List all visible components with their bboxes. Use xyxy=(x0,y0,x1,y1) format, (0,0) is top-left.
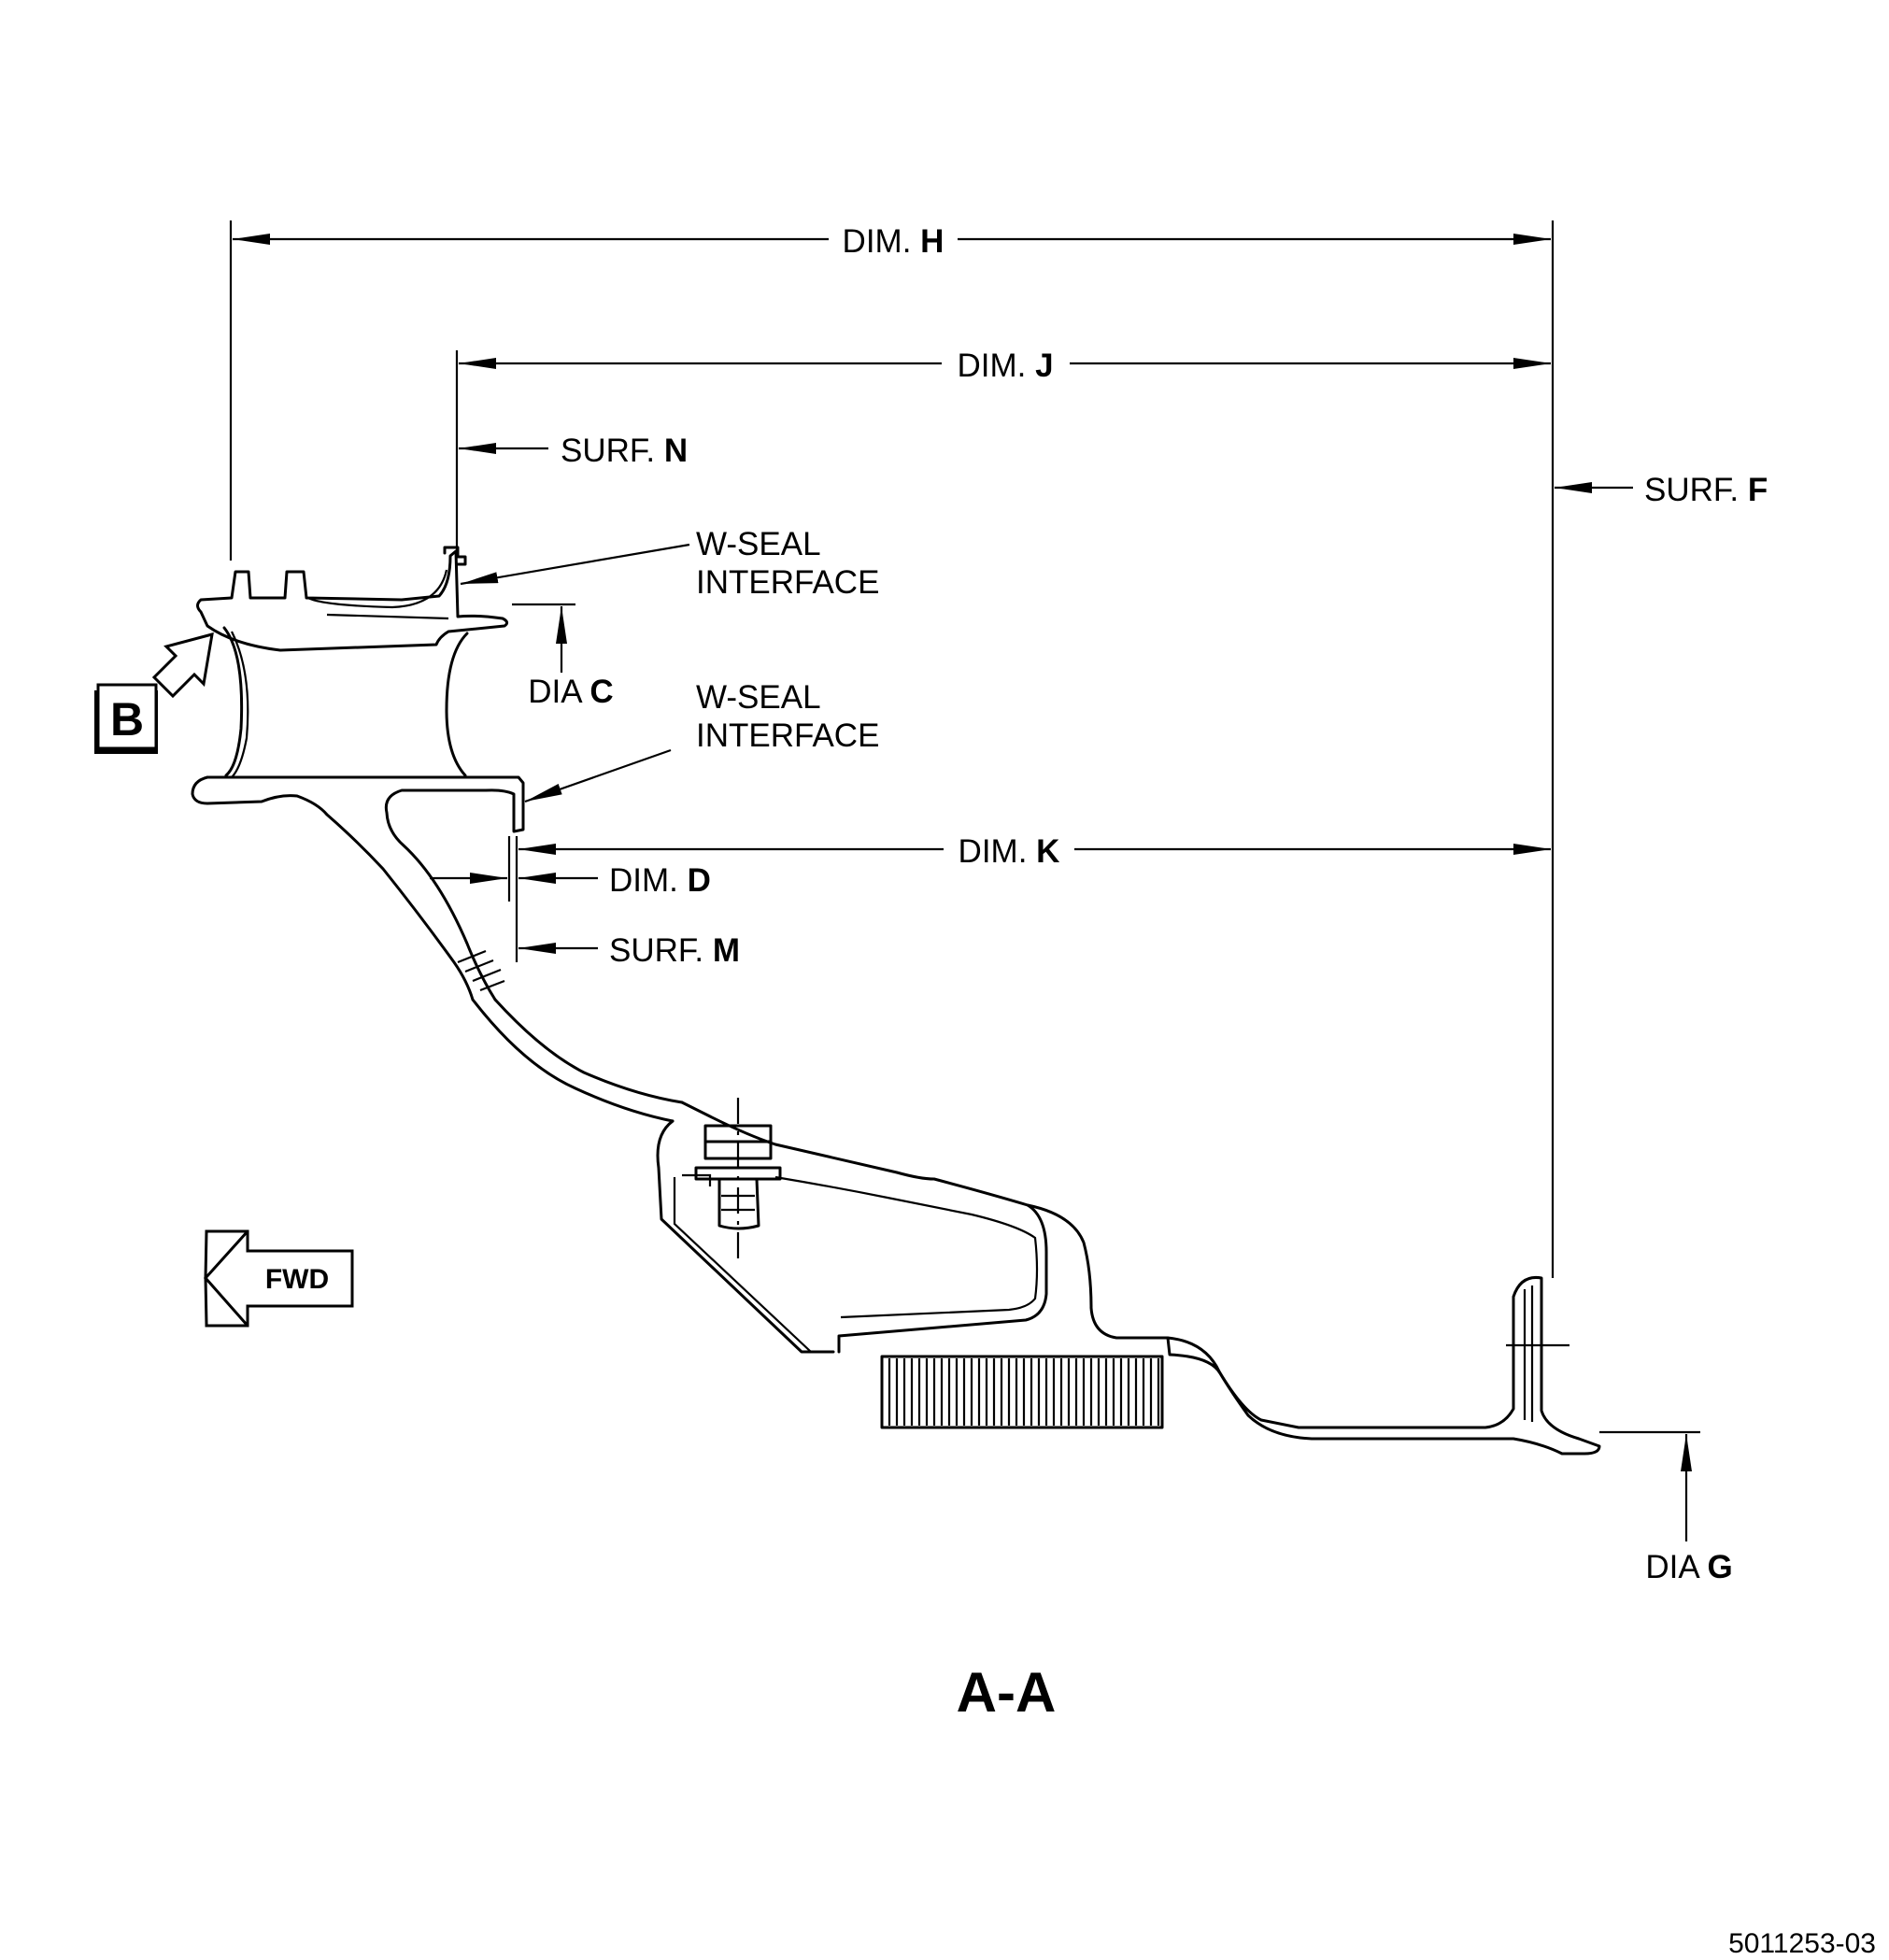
figure-number: 5011253-03 xyxy=(1728,1928,1876,1959)
upper-wseal-lip xyxy=(443,546,467,566)
bolt-head xyxy=(703,1124,773,1160)
wseal-lower-leader xyxy=(524,748,672,803)
surf-m-label: SURF. M xyxy=(609,932,740,969)
dim-d-label: DIM. D xyxy=(609,862,711,899)
bolt-washer xyxy=(694,1166,782,1181)
tail-flange-inner xyxy=(1523,1285,1534,1422)
surf-n-label: SURF. N xyxy=(561,433,688,469)
dim-j-label: DIM. J xyxy=(957,348,1053,384)
barrel-right-wall xyxy=(445,632,469,777)
view-b-callout: B xyxy=(94,632,214,754)
wseal-upper-leader xyxy=(460,543,690,586)
barrel-inner-left xyxy=(231,631,249,778)
rib-and-tail-outline xyxy=(1026,1203,1601,1456)
view-b-box-label: B xyxy=(110,693,144,746)
fwd-arrow: FWD xyxy=(203,1229,354,1328)
surf-f-label: SURF. F xyxy=(1644,472,1768,508)
lower-flange-outline xyxy=(206,775,525,1001)
dimension-lines xyxy=(229,220,1700,1541)
part-cross-section xyxy=(191,546,1601,1456)
dia-c-label: DIA C xyxy=(528,674,613,710)
serration-lines xyxy=(888,1358,1160,1426)
view-b-box xyxy=(96,683,158,750)
dim-h-label: DIM. H xyxy=(843,223,944,260)
dia-g-label: DIA G xyxy=(1645,1549,1732,1585)
view-title: A-A xyxy=(957,1661,1057,1724)
upper-flange-inner xyxy=(307,569,449,620)
wseal-lower-label-line1: W-SEAL xyxy=(696,679,821,716)
bolt-assembly xyxy=(694,1098,782,1266)
barrel-left-wall xyxy=(222,626,244,777)
wseal-upper-label-line1: W-SEAL xyxy=(696,526,821,562)
bolt-flange-outline xyxy=(656,1101,1048,1354)
serrated-seal-pad xyxy=(880,1355,1164,1429)
arm-hatch-lines xyxy=(457,949,505,992)
upper-flange-outline xyxy=(196,549,509,652)
wseal-lower-label-line2: INTERFACE xyxy=(696,717,879,754)
bolt-thread-lines xyxy=(721,1194,755,1212)
bolt-flange-inner xyxy=(673,1173,1039,1353)
fwd-arrow-shape xyxy=(203,1229,354,1328)
fwd-label: FWD xyxy=(265,1264,329,1295)
lower-flange-left xyxy=(191,775,475,1001)
arm-inner-line xyxy=(493,998,684,1104)
view-b-direction-arrow xyxy=(151,632,214,699)
bolt-nut xyxy=(717,1177,760,1230)
wseal-upper-label-line2: INTERFACE xyxy=(696,564,879,601)
arm-outer-line xyxy=(471,998,675,1123)
dim-k-label: DIM. K xyxy=(959,833,1060,870)
